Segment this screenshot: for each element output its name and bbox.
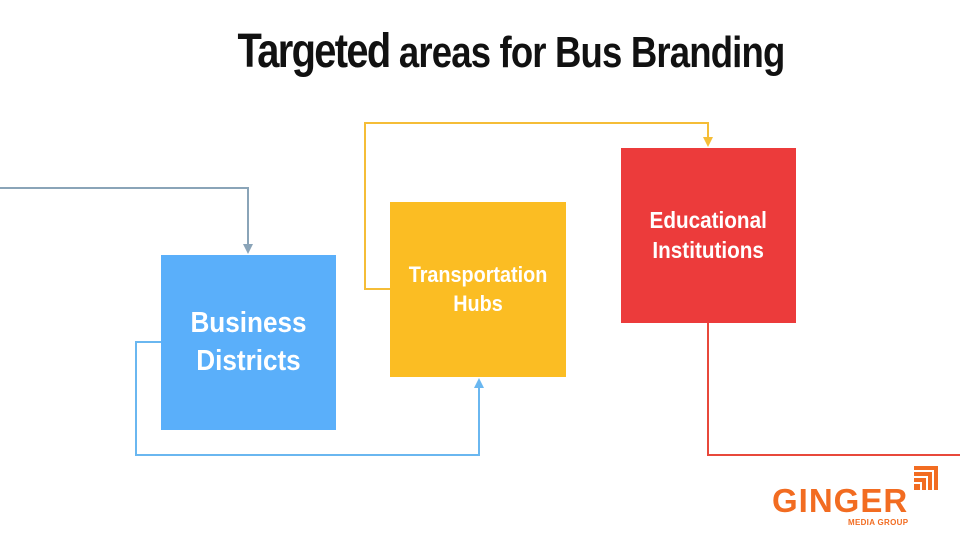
node-transport-label: Transportation Hubs bbox=[409, 261, 548, 318]
arrowhead-into-business bbox=[243, 244, 253, 254]
node-educational-institutions: Educational Institutions bbox=[621, 148, 796, 323]
node-business-line2: Districts bbox=[196, 344, 301, 377]
title-part-a: Targeted bbox=[237, 25, 392, 78]
connector-business-to-transport bbox=[135, 341, 480, 456]
node-business-line1: Business bbox=[190, 306, 307, 339]
logo-wordmark: GINGER bbox=[772, 482, 909, 519]
node-education-line2: Institutions bbox=[652, 236, 765, 263]
node-business-label: Business Districts bbox=[190, 305, 306, 380]
connector-education-outgoing bbox=[707, 323, 960, 456]
node-transport-line2: Hubs bbox=[453, 290, 503, 316]
node-transport-line1: Transportation bbox=[408, 261, 548, 287]
title-part-b: areas for Bus Branding bbox=[389, 28, 785, 77]
page-title: Targeted areas for Bus Branding bbox=[87, 24, 935, 79]
logo-tagline: MEDIA GROUP bbox=[848, 518, 909, 527]
node-education-label: Educational Institutions bbox=[650, 206, 767, 266]
connector-incoming bbox=[0, 187, 249, 246]
node-education-line1: Educational bbox=[649, 206, 768, 233]
connector-transport-to-education bbox=[364, 122, 709, 290]
arrowhead-into-transport bbox=[474, 378, 484, 388]
node-transportation-hubs: Transportation Hubs bbox=[390, 202, 566, 377]
node-business-districts: Business Districts bbox=[161, 255, 336, 430]
arrowhead-into-education bbox=[703, 137, 713, 147]
ginger-media-logo: GINGER MEDIA GROUP bbox=[760, 462, 950, 532]
signal-bars-icon bbox=[914, 466, 938, 490]
